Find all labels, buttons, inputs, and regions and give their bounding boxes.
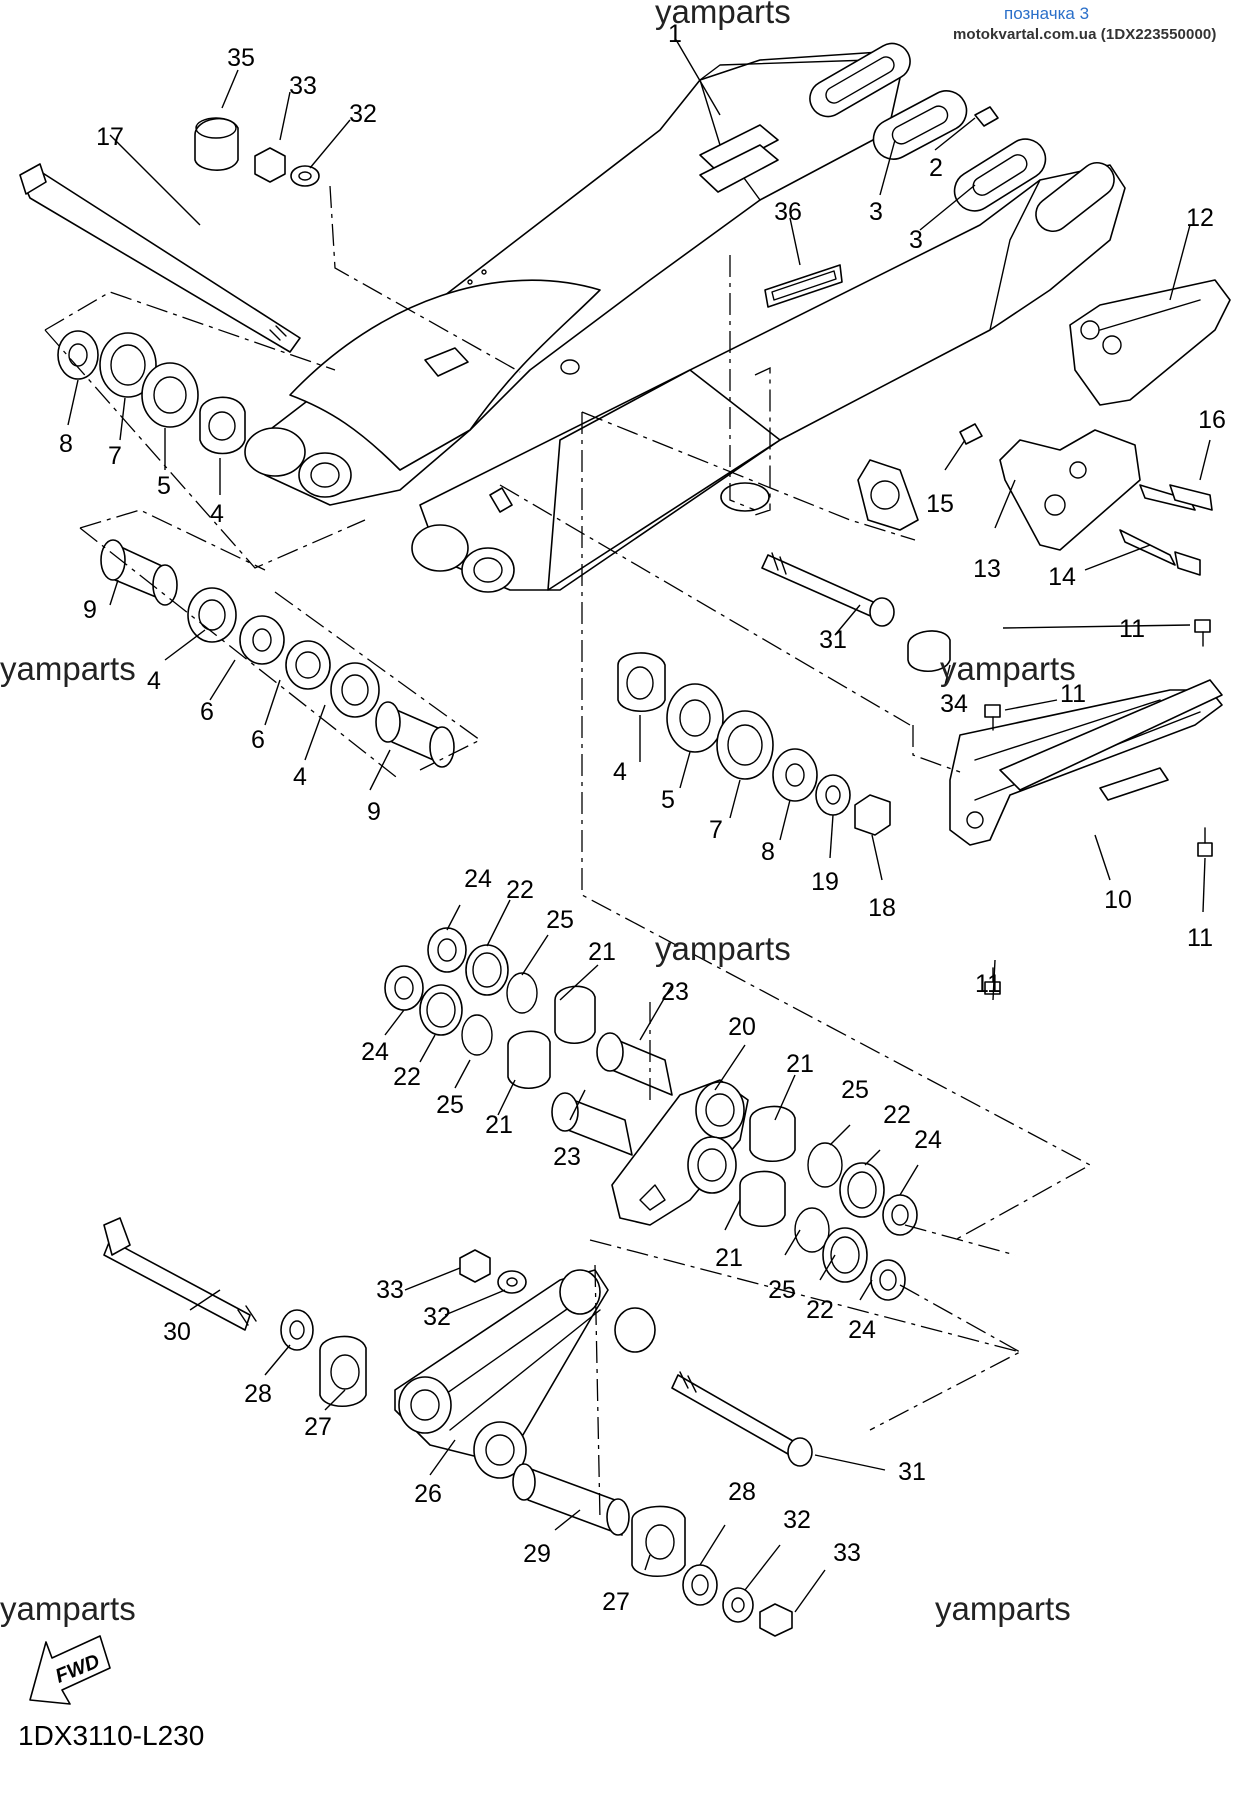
- callout: 31: [898, 1458, 926, 1486]
- callout: 3: [869, 198, 883, 226]
- callout: 17: [96, 123, 124, 151]
- chain-slider: [949, 679, 1223, 846]
- assembly-guide-lines: [44, 185, 1092, 1521]
- watermark: yamparts: [0, 650, 136, 687]
- callout: 32: [423, 1303, 451, 1331]
- pivot-bearing-stack: [57, 330, 246, 455]
- upper-bolt: [761, 552, 951, 672]
- leader-lines: [67, 37, 1211, 1613]
- callout: 21: [588, 938, 616, 966]
- diagram-code: 1DX3110-L230: [18, 1720, 205, 1751]
- callout: 25: [768, 1276, 796, 1304]
- chain-guide: [1069, 279, 1231, 406]
- callout: 11: [1119, 615, 1145, 643]
- callout: 18: [868, 894, 896, 922]
- callout: 35: [227, 44, 255, 72]
- callout: 7: [709, 816, 723, 844]
- callout: 25: [841, 1076, 869, 1104]
- label-link[interactable]: позначка 3: [1004, 4, 1090, 23]
- callout: 2: [929, 154, 943, 182]
- callout: 33: [376, 1276, 404, 1304]
- callout: 15: [926, 490, 954, 518]
- source-line: motokvartal.com.ua (1DX223550000): [953, 26, 1217, 43]
- callout: 11: [1060, 680, 1086, 708]
- lower-pivot-bearing-stack: [100, 539, 455, 768]
- callout: 33: [833, 1539, 861, 1567]
- callout: 4: [210, 500, 224, 528]
- label-plate: [764, 264, 843, 308]
- watermark: yamparts: [655, 0, 791, 30]
- callout: 28: [728, 1478, 756, 1506]
- callout: 24: [848, 1316, 876, 1344]
- callout: 14: [1048, 563, 1076, 591]
- callout: 21: [485, 1111, 513, 1139]
- callout: 19: [811, 868, 839, 896]
- callout: 5: [661, 786, 675, 814]
- callout: 13: [973, 555, 1001, 583]
- callout: 24: [464, 865, 492, 893]
- callout: 20: [728, 1013, 756, 1041]
- callout: 23: [553, 1143, 581, 1171]
- callout: 31: [819, 626, 847, 654]
- callout: 8: [59, 430, 73, 458]
- callout: 9: [83, 596, 97, 624]
- callout: 12: [1186, 204, 1214, 232]
- callout: 4: [293, 763, 307, 791]
- callout: 10: [1104, 886, 1132, 914]
- callout: 32: [783, 1506, 811, 1534]
- callout: 3: [909, 226, 923, 254]
- callout-numbers: 1 2 3 3 4 4 4 4 5 5 6 6 7 7 8 8 9 9 10 1…: [59, 20, 1226, 1616]
- watermarks: yamparts yamparts yamparts yamparts yamp…: [0, 0, 1076, 1627]
- callout: 30: [163, 1318, 191, 1346]
- callout: 26: [414, 1480, 442, 1508]
- callout: 22: [806, 1296, 834, 1324]
- callout: 21: [786, 1050, 814, 1078]
- callout: 9: [367, 798, 381, 826]
- callout: 11: [975, 970, 1001, 998]
- chain-adjusters: [872, 90, 1047, 212]
- screws: [984, 619, 1213, 995]
- callout: 33: [289, 72, 317, 100]
- callout: 27: [304, 1413, 332, 1441]
- callout: 4: [147, 667, 161, 695]
- callout: 1: [668, 20, 682, 48]
- callout: 25: [546, 906, 574, 934]
- fwd-arrow-icon: FWD: [29, 1635, 111, 1705]
- callout: 5: [157, 472, 171, 500]
- callout: 36: [774, 198, 802, 226]
- callout: 6: [251, 726, 265, 754]
- callout: 4: [613, 758, 627, 786]
- chain-support: [959, 423, 1213, 576]
- connecting-rod-assembly: [103, 1217, 813, 1637]
- callout: 11: [1187, 924, 1213, 952]
- callout: 24: [914, 1126, 942, 1154]
- callout: 7: [108, 442, 122, 470]
- callout: 21: [715, 1244, 743, 1272]
- callout: 22: [393, 1063, 421, 1091]
- pivot-shaft: [19, 163, 301, 353]
- top-left-hardware: [194, 117, 320, 187]
- callout: 6: [200, 698, 214, 726]
- watermark: yamparts: [655, 930, 791, 967]
- callout: 22: [506, 876, 534, 904]
- relay-arm-assembly: [384, 927, 918, 1301]
- callout: 23: [661, 978, 689, 1006]
- watermark: yamparts: [940, 650, 1076, 687]
- callout: 22: [883, 1101, 911, 1129]
- callout: 24: [361, 1038, 389, 1066]
- callout: 16: [1198, 406, 1226, 434]
- callout: 28: [244, 1380, 272, 1408]
- callout: 29: [523, 1540, 551, 1568]
- callout: 32: [349, 100, 377, 128]
- callout: 8: [761, 838, 775, 866]
- watermark: yamparts: [935, 1590, 1071, 1627]
- right-bearing-stack: [617, 652, 891, 836]
- watermark: yamparts: [0, 1590, 136, 1627]
- swingarm: [244, 42, 1126, 593]
- callout: 27: [602, 1588, 630, 1616]
- callout: 25: [436, 1091, 464, 1119]
- callout: 34: [940, 690, 968, 718]
